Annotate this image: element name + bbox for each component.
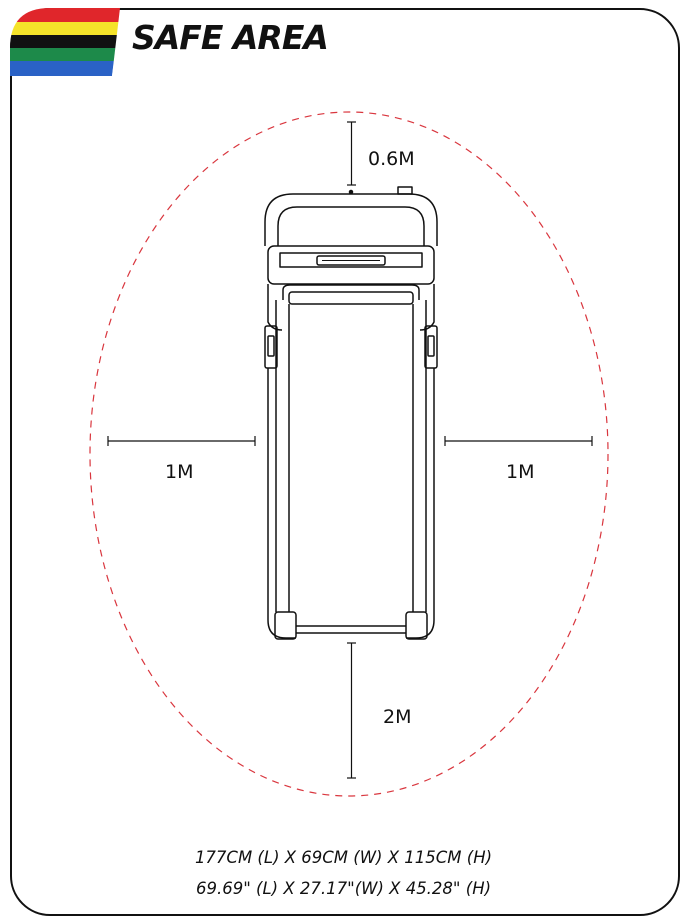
- rear-clearance-label: 2M: [383, 706, 412, 728]
- front-clearance-label: 0.6M: [368, 148, 415, 170]
- rear-clearance-marker: [347, 642, 356, 779]
- green-stripe: [10, 48, 116, 61]
- black-stripe: [10, 35, 118, 48]
- blue-stripe: [10, 61, 114, 76]
- yellow-stripe: [10, 22, 120, 35]
- safe-area-card: [10, 8, 680, 916]
- left-clearance-label: 1M: [165, 461, 194, 483]
- safety-boundary-ellipse: [89, 111, 609, 797]
- page-title: SAFE AREA: [132, 18, 329, 57]
- right-clearance-marker: [444, 436, 593, 446]
- imperial-dimensions: 69.69" (L) X 27.17"(W) X 45.28" (H): [195, 879, 492, 898]
- red-stripe: [10, 8, 120, 22]
- front-clearance-marker: [347, 121, 356, 186]
- right-clearance-label: 1M: [506, 461, 535, 483]
- left-clearance-marker: [107, 436, 256, 446]
- treadmill-top-view: [264, 186, 438, 640]
- color-stripes-logo: [10, 8, 120, 76]
- metric-dimensions: 177CM (L) X 69CM (W) X 115CM (H): [194, 848, 493, 867]
